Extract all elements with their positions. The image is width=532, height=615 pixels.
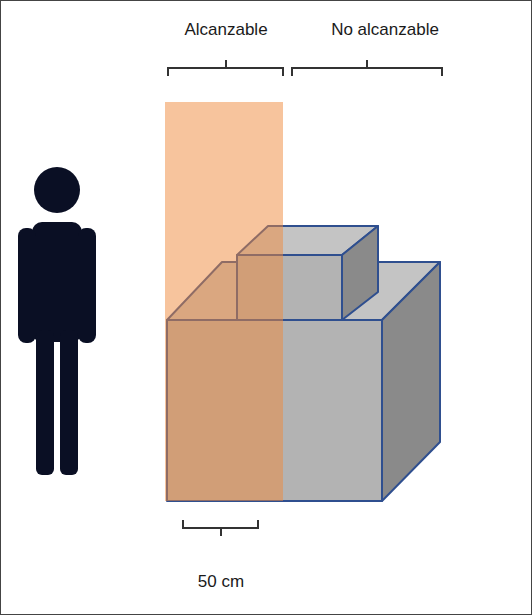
dimension-label: 50 cm — [198, 572, 244, 592]
zone-label: Alcanzable — [184, 20, 267, 40]
bracket-reachable — [168, 60, 283, 76]
person-silhouette — [18, 167, 96, 475]
zone-label: No alcanzable — [331, 20, 439, 40]
reach-band — [165, 102, 283, 501]
bracket-dimension — [183, 520, 258, 536]
bracket-unreachable — [292, 60, 442, 76]
brackets — [168, 60, 442, 536]
